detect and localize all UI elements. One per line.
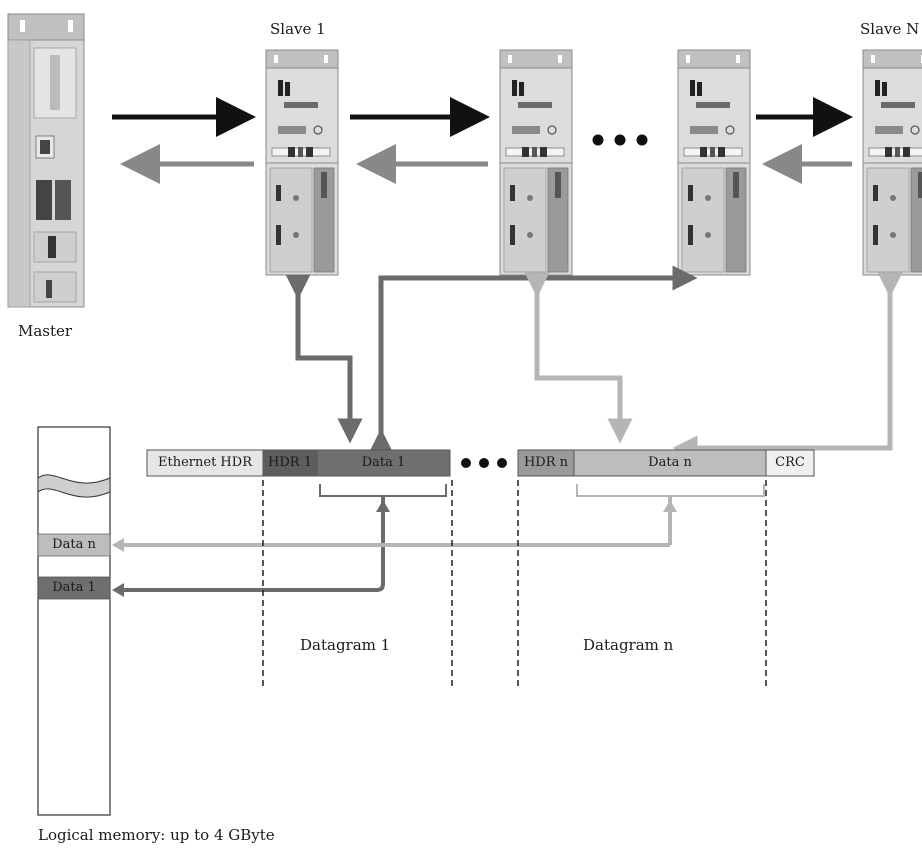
slave1-label: Slave 1 (270, 20, 326, 38)
ethernet-hdr-cell (146, 449, 264, 477)
datan-label: Data n (648, 455, 692, 470)
datagram1-bracket (319, 484, 447, 584)
datan-cell (573, 449, 767, 477)
hdrn-label: HDR n (523, 455, 569, 470)
slave-device-n-icon (862, 49, 922, 276)
memory-data-1-label: Data 1 (52, 580, 96, 595)
crc-label: CRC (775, 455, 805, 470)
datagramn-bracket (576, 484, 765, 545)
slave-device-1-icon (265, 49, 339, 276)
memory-gap-wave (37, 474, 111, 498)
data1-cell (316, 449, 451, 477)
slave1-data1-exchange-arrow (285, 274, 363, 444)
slaveN-datan-arrow (672, 272, 903, 461)
ethernet-frame (146, 449, 815, 477)
data1-to-memory-arrowhead (112, 583, 124, 597)
data1-routing-arrows (285, 265, 698, 454)
datan-to-memory-arrowhead (112, 538, 124, 552)
memory-data-n-cell (37, 533, 111, 557)
slave2-datan-exchange-arrow (524, 272, 633, 444)
data1-to-memory-arrow (122, 583, 385, 592)
slave-device-2-icon (499, 49, 573, 276)
datagram1-label: Datagram 1 (300, 636, 391, 654)
crc-cell (765, 449, 815, 477)
hdr1-cell (262, 449, 318, 477)
ethernet-hdr-label: Ethernet HDR (158, 455, 252, 470)
datagram1-bracket-arrowhead (376, 500, 390, 512)
slave-device-3-icon (677, 49, 751, 276)
logical-memory-block (37, 426, 111, 816)
datagram-boundary-lines (262, 480, 767, 688)
slaveN-label: Slave N (860, 20, 920, 38)
hdrn-cell (517, 449, 575, 477)
ellipsis-dots-icon (592, 134, 648, 146)
memory-caption: Logical memory: up to 4 GByte (38, 826, 275, 844)
datagramn-bracket-arrowhead (663, 500, 677, 512)
hdr1-label: HDR 1 (268, 455, 312, 470)
data1-label: Data 1 (361, 455, 406, 470)
memory-data-1-cell (37, 576, 111, 600)
datagramn-label: Datagram n (583, 636, 674, 654)
datan-routing-arrows (524, 272, 903, 461)
memory-data-n-label: Data n (52, 537, 96, 552)
master-device-icon (7, 13, 85, 308)
frame-ellipsis-icon (461, 458, 507, 468)
master-label: Master (18, 322, 73, 340)
